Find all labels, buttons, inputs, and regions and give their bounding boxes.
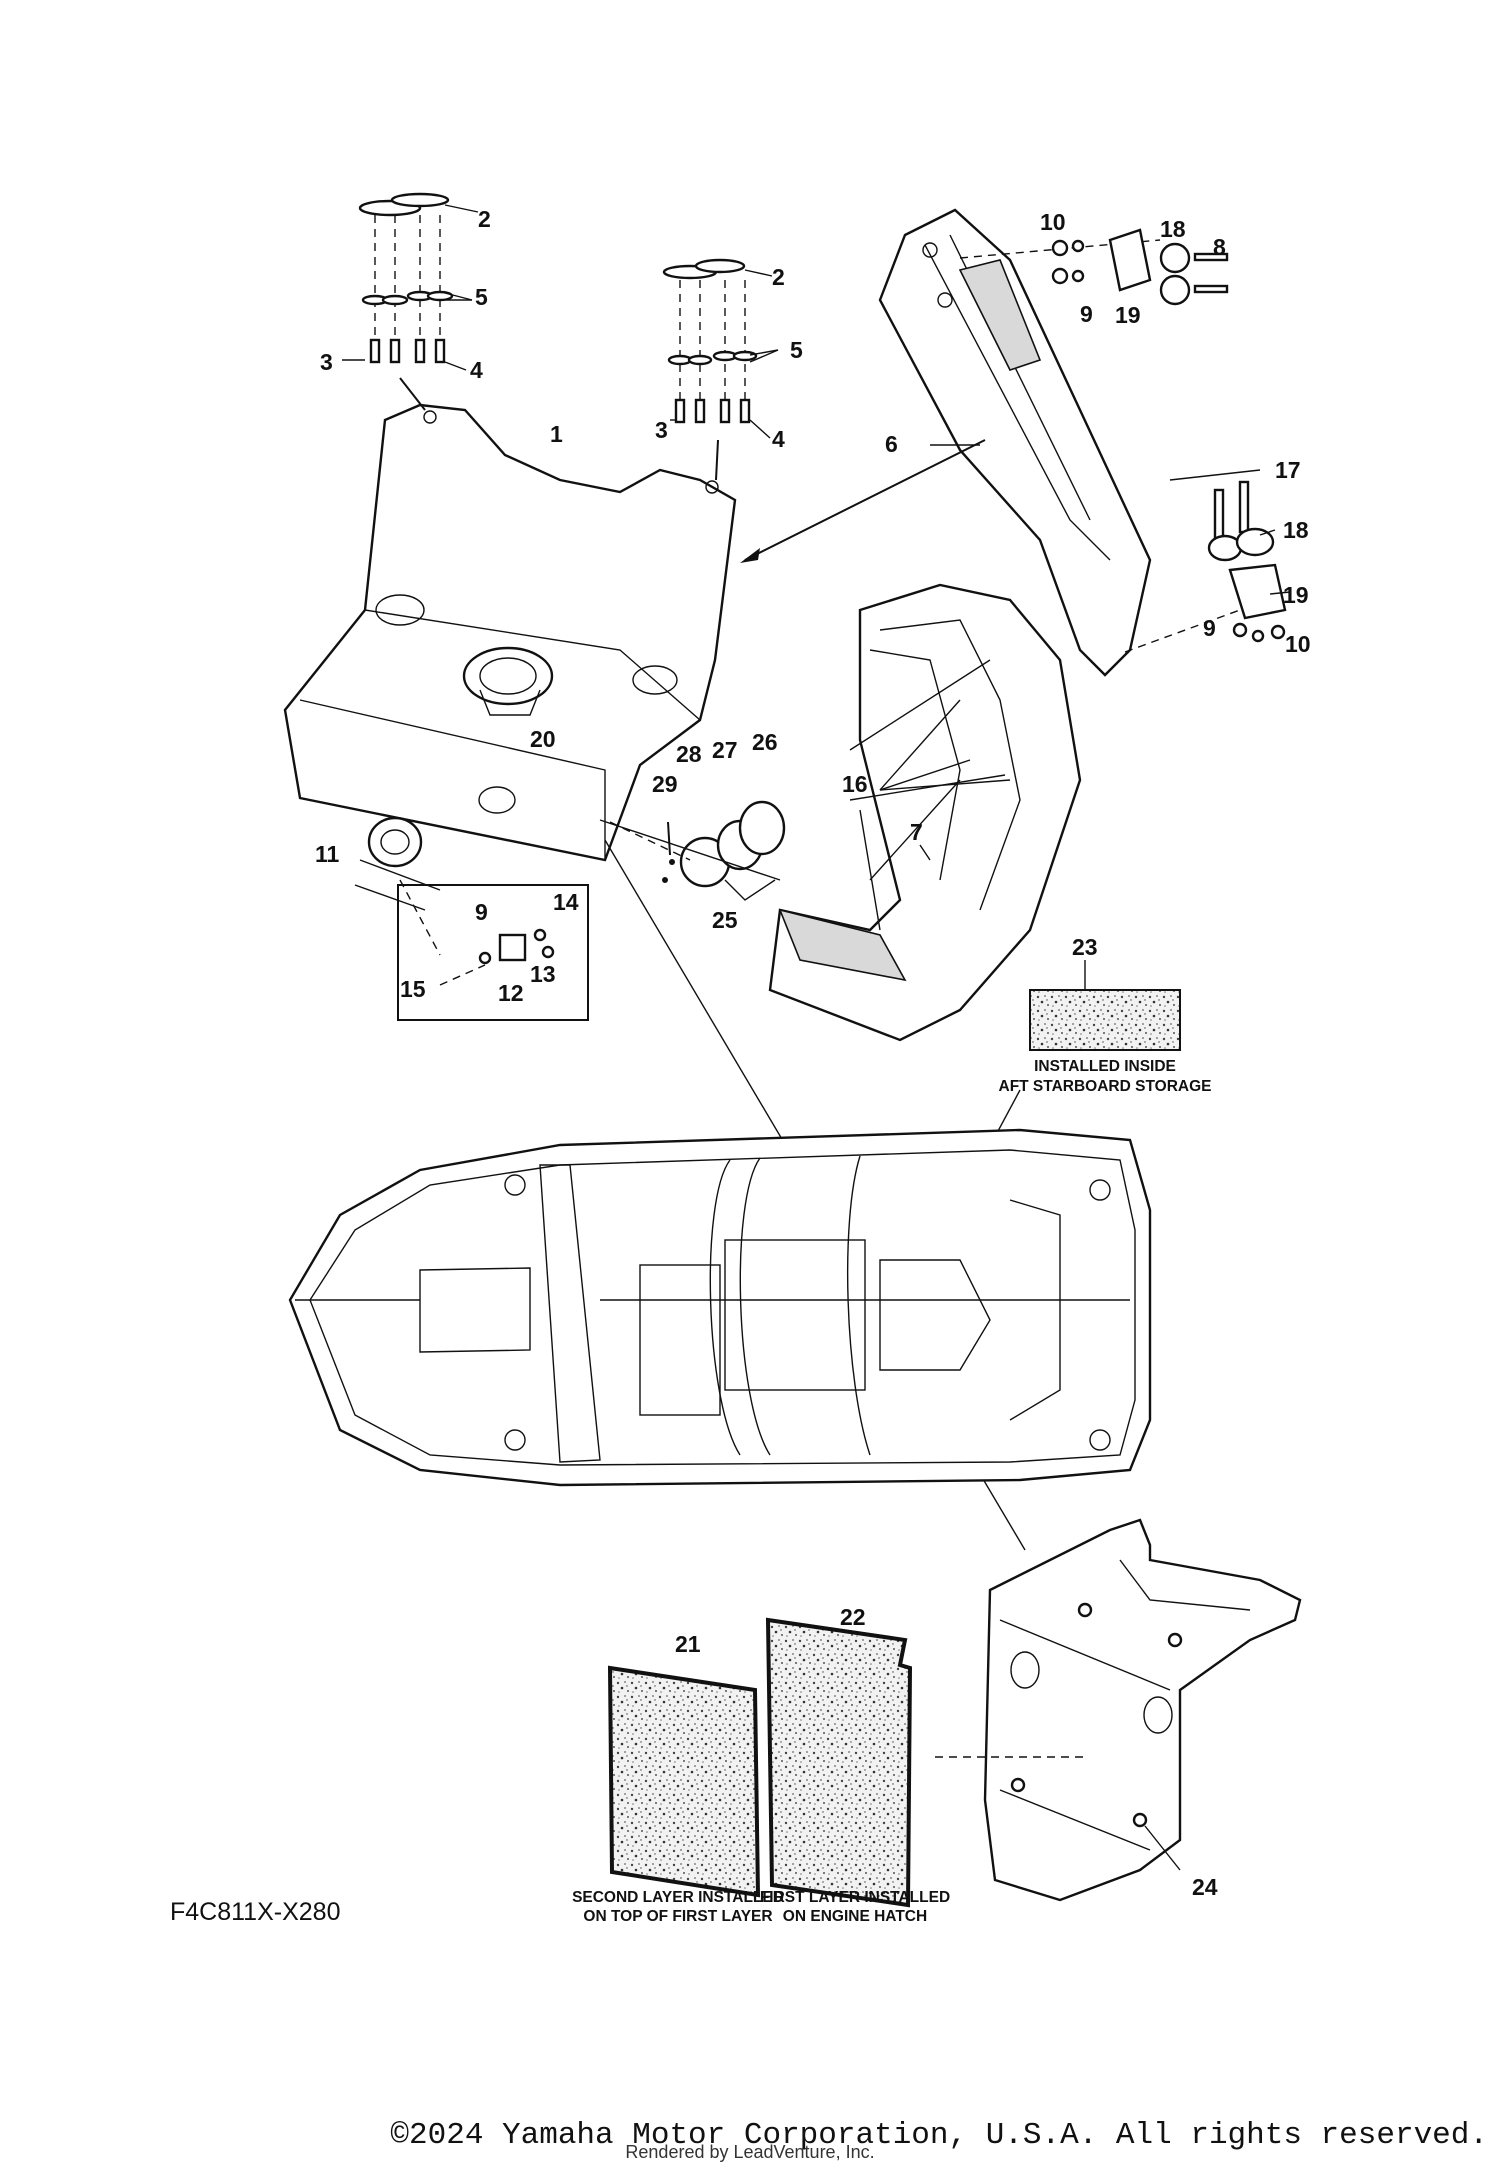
bracket-hardware-bottom [1124,480,1287,653]
callout-13: 13 [530,961,556,987]
callout-24: 24 [1192,1874,1218,1900]
note-aft-storage-1: INSTALLED INSIDE [1034,1058,1176,1075]
fastener-set-left [358,192,454,411]
callout-10b: 10 [1285,631,1311,657]
callout-23: 23 [1072,934,1098,960]
callout-18a: 18 [1160,216,1186,242]
callout-7: 7 [910,819,923,845]
seat-back-part [283,403,737,862]
callout-26: 26 [752,729,778,755]
callout-19b: 19 [1283,582,1309,608]
callout-3b: 3 [655,417,668,443]
callout-1: 1 [550,421,563,447]
note-second-layer-1: SECOND LAYER INSTALLED [572,1889,784,1906]
callout-14: 14 [553,889,579,915]
callout-17: 17 [1275,457,1301,483]
callout-15: 15 [400,976,426,1002]
callout-3a: 3 [320,349,333,375]
callout-16: 16 [842,771,868,797]
note-second-layer-2: ON TOP OF FIRST LAYER [583,1908,772,1925]
callout-18b: 18 [1283,517,1309,543]
note-first-layer-2: ON ENGINE HATCH [783,1908,927,1925]
note-aft-storage-2: AFT STARBOARD STORAGE [999,1078,1212,1095]
callout-8: 8 [1213,234,1226,260]
drain-fitting-set [599,800,786,901]
diagram-code: F4C811X-X280 [170,1898,340,1926]
callout-9a: 9 [1080,301,1093,327]
callout-28: 28 [676,741,702,767]
callout-2a: 2 [478,206,491,232]
boat-hull [288,1128,1152,1487]
cup-holder-inset [354,816,589,1021]
callout-9c: 9 [475,899,488,925]
callout-12: 12 [498,980,524,1006]
note-first-layer-1: FIRST LAYER INSTALLED [760,1889,950,1906]
callout-5b: 5 [790,337,803,363]
engine-hatch-part [935,1518,1302,1902]
callout-22: 22 [840,1604,866,1630]
callout-5a: 5 [475,284,488,310]
leader-lines [342,204,1291,931]
callout-10a: 10 [1040,209,1066,235]
copyright-notice: ©2024 Yamaha Motor Corporation, U.S.A. A… [390,2118,1488,2153]
carpet-23-block [944,960,1181,1231]
callout-labels: 2 2 3 3 4 4 5 5 1 6 7 8 9 9 9 10 10 11 1… [315,206,1311,1900]
callout-25: 25 [712,907,738,933]
windshield-part [768,583,1082,1042]
carpet-pads [607,1617,913,1908]
callout-29: 29 [652,771,678,797]
rendered-by-notice: Rendered by LeadVenture, Inc. [625,2142,875,2162]
tower-leg-part [740,208,1152,677]
callout-2b: 2 [772,264,785,290]
callout-21: 21 [675,1631,701,1657]
callout-20: 20 [530,726,556,752]
callout-11: 11 [315,841,340,867]
bracket-hardware-top [959,228,1229,306]
fastener-set-right [662,258,758,481]
callout-6: 6 [885,431,898,457]
install-notes: INSTALLED INSIDE AFT STARBOARD STORAGE S… [572,1058,1211,1925]
callout-27: 27 [712,737,738,763]
callout-4b: 4 [772,426,785,452]
callout-19a: 19 [1115,302,1141,328]
callout-4a: 4 [470,357,483,383]
callout-9b: 9 [1203,615,1216,641]
